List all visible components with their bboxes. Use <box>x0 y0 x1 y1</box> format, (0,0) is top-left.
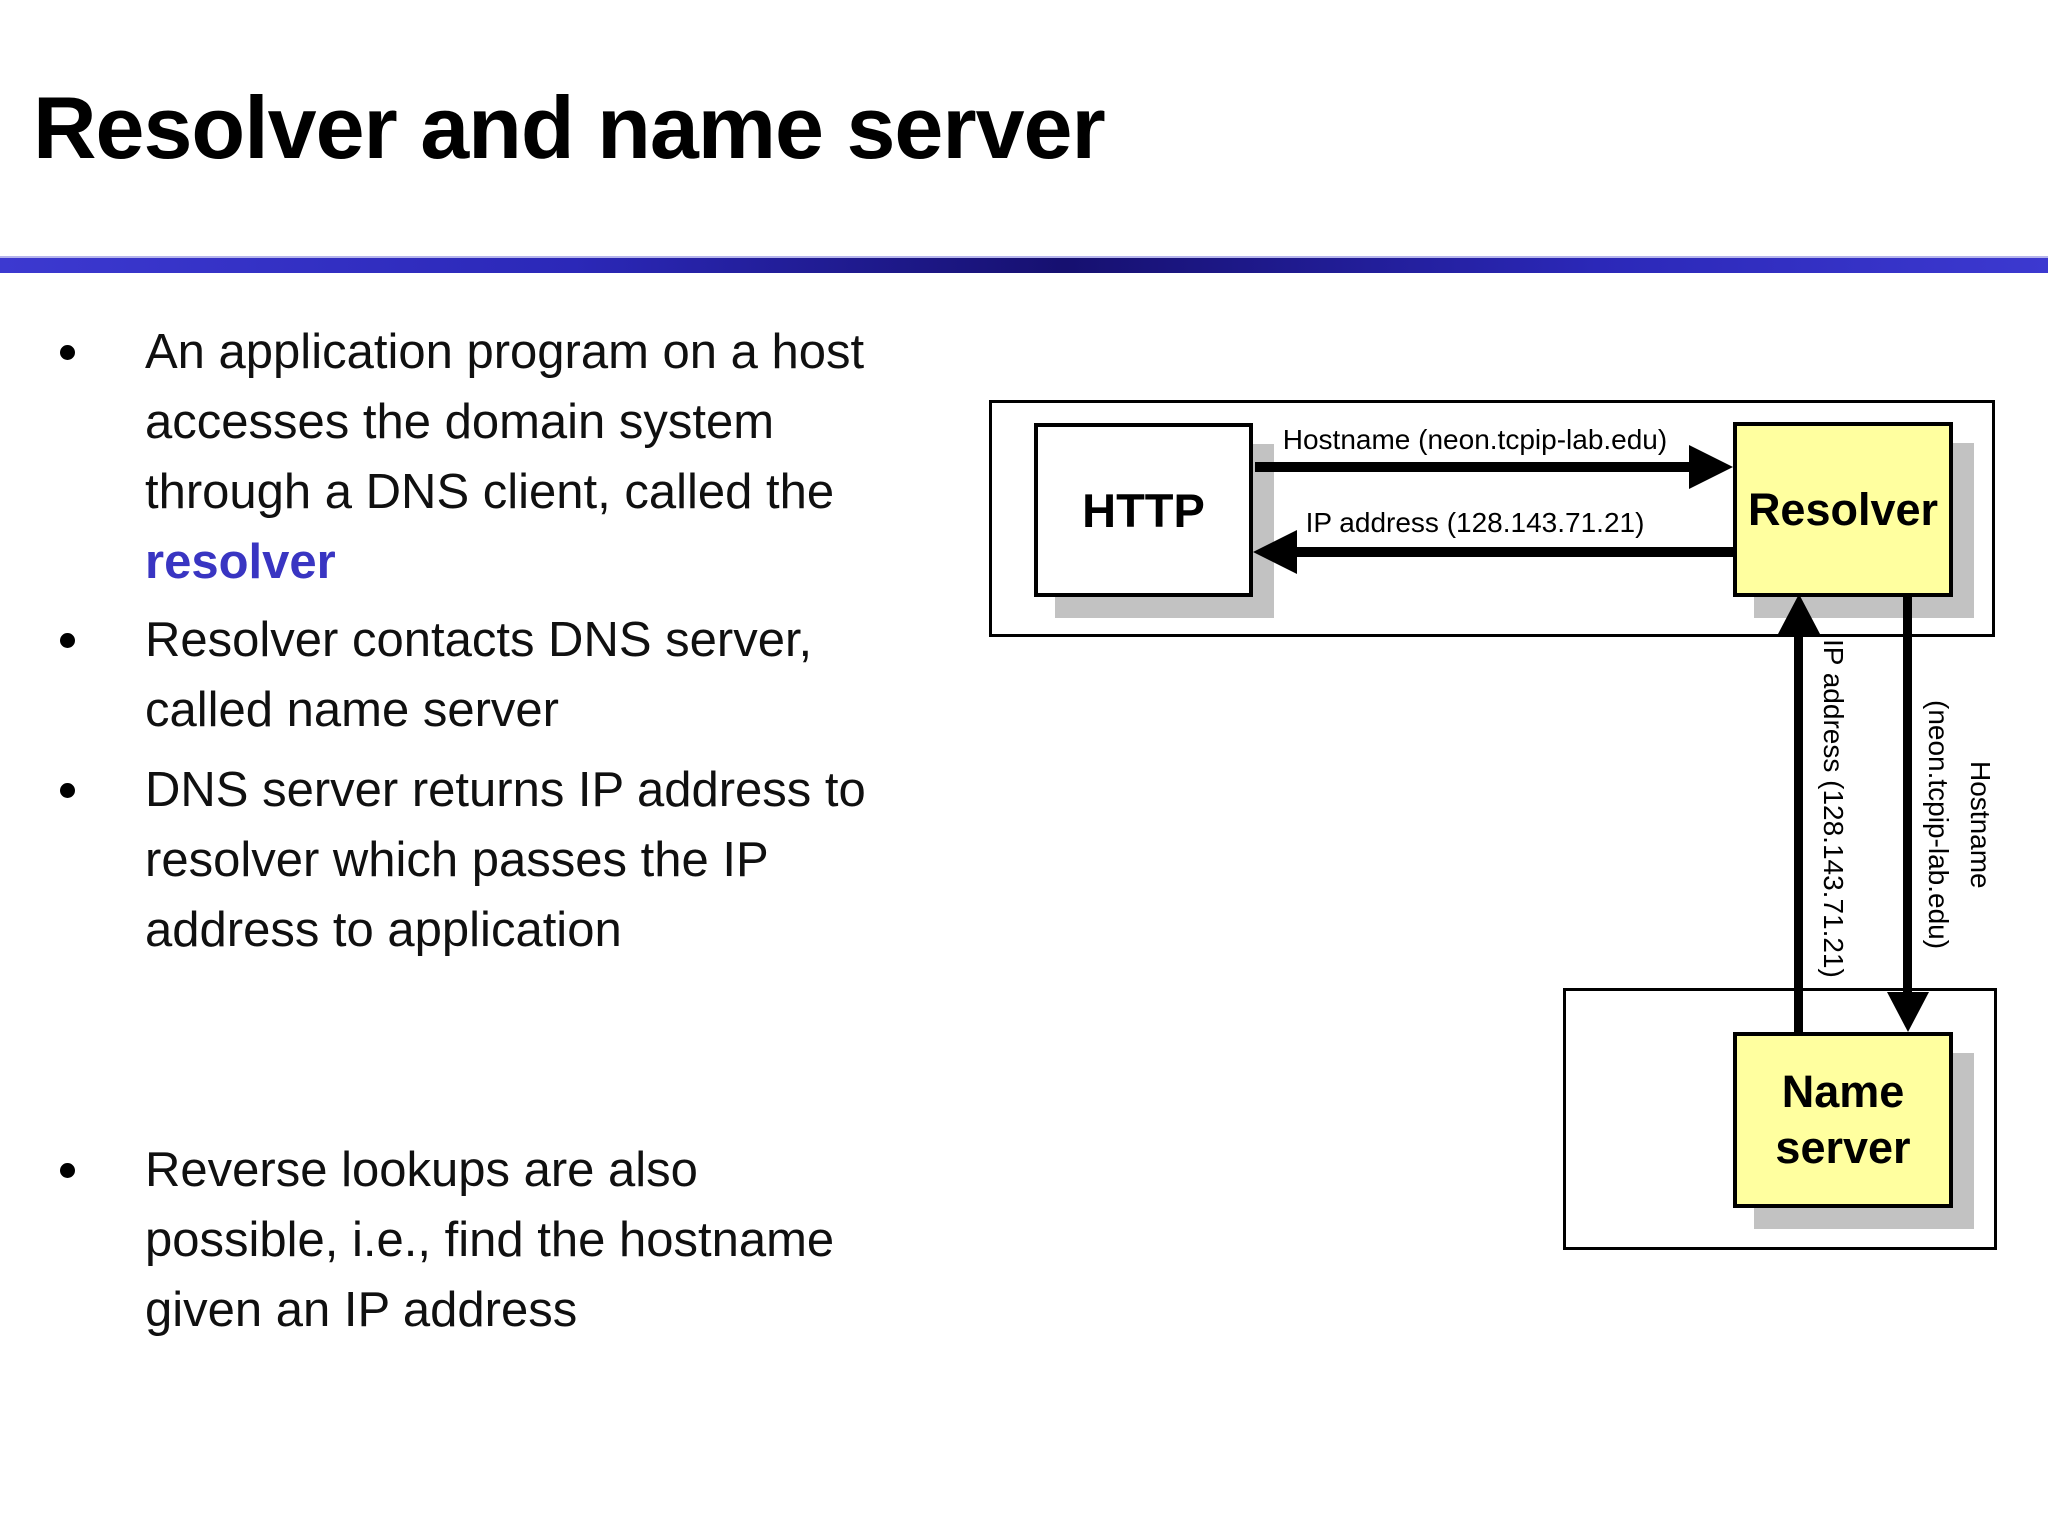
bullet-text: Reverse lookups are also possible, i.e., … <box>145 1135 1038 1345</box>
arrow-hostname-down-shaft <box>1903 597 1912 994</box>
page-title: Resolver and name server <box>33 78 1106 177</box>
bullet-line: address to application <box>145 895 1038 965</box>
text-segment: DNS server returns IP address to <box>145 763 866 817</box>
text-segment: Resolver contacts DNS server, <box>145 613 813 667</box>
arrow-hostname-right-head-icon <box>1689 445 1733 489</box>
text-segment: An application program on a host <box>145 325 865 379</box>
text-segment: given an IP address <box>145 1283 578 1337</box>
bullet-dot-icon <box>60 1163 75 1178</box>
resolver-box: Resolver <box>1733 422 1953 597</box>
bullet-line: possible, i.e., find the hostname <box>145 1205 1038 1275</box>
bullet-line: through a DNS client, called the <box>145 457 1038 527</box>
bullet-line: DNS server returns IP address to <box>145 755 1038 825</box>
name-server-box: Name server <box>1733 1032 1953 1208</box>
bullet-item: An application program on a host accesses… <box>58 317 1038 597</box>
text-segment: Reverse lookups are also <box>145 1143 698 1197</box>
label-hostname-down-line1: Hostname <box>1965 761 1996 889</box>
bullet-line: resolver <box>145 527 1038 597</box>
label-ip-to-http: IP address (128.143.71.21) <box>1305 507 1645 538</box>
bullet-line: resolver which passes the IP <box>145 825 1038 895</box>
bullet-dot-icon <box>60 633 75 648</box>
arrow-hostname-down-head-icon <box>1887 992 1929 1032</box>
text-segment: accesses the domain system <box>145 395 775 449</box>
title-accent-bar <box>0 256 2048 273</box>
text-segment: address to application <box>145 903 622 957</box>
arrow-ip-up-head-icon <box>1778 594 1820 634</box>
label-hostname-down-to-nameserver: Hostname (neon.tcpip-lab.edu) <box>1917 653 2001 997</box>
bullet-item: Resolver contacts DNS server, called name… <box>58 605 1038 745</box>
label-hostname-to-resolver: Hostname (neon.tcpip-lab.edu) <box>1282 424 1668 455</box>
bullet-text: Resolver contacts DNS server, called name… <box>145 605 1038 745</box>
bullet-line: An application program on a host <box>145 317 1038 387</box>
emphasis-text: resolver <box>145 535 336 589</box>
text-segment: possible, i.e., find the hostname <box>145 1213 835 1267</box>
text-segment: called name server <box>145 683 559 737</box>
arrow-hostname-right-shaft <box>1255 462 1691 472</box>
bullet-line: accesses the domain system <box>145 387 1038 457</box>
label-hostname-down-line2: (neon.tcpip-lab.edu) <box>1923 700 1954 950</box>
http-label: HTTP <box>1082 483 1205 537</box>
resolver-label: Resolver <box>1747 483 1939 535</box>
arrow-ip-up-shaft <box>1794 632 1803 1032</box>
bullet-item: DNS server returns IP address to resolver… <box>58 755 1038 965</box>
bullet-line: called name server <box>145 675 1038 745</box>
bullet-text: An application program on a host accesses… <box>145 317 1038 597</box>
bullet-text: DNS server returns IP address to resolver… <box>145 755 1038 965</box>
arrow-ip-left-head-icon <box>1253 530 1297 574</box>
bullet-line: Reverse lookups are also <box>145 1135 1038 1205</box>
name-server-label-line1: Name <box>1781 1066 1905 1117</box>
bullet-line: Resolver contacts DNS server, <box>145 605 1038 675</box>
name-server-label-line2: server <box>1775 1122 1911 1173</box>
bullet-dot-icon <box>60 783 75 798</box>
bullet-line: given an IP address <box>145 1275 1038 1345</box>
bullet-dot-icon <box>60 345 75 360</box>
label-ip-up-to-resolver: IP address (128.143.71.21) <box>1818 639 1849 978</box>
text-segment: through a DNS client, called the <box>145 465 835 519</box>
arrow-ip-left-shaft <box>1295 547 1733 557</box>
text-segment: resolver which passes the IP <box>145 833 769 887</box>
bullet-item: Reverse lookups are also possible, i.e., … <box>58 1135 1038 1345</box>
http-box: HTTP <box>1034 423 1253 597</box>
